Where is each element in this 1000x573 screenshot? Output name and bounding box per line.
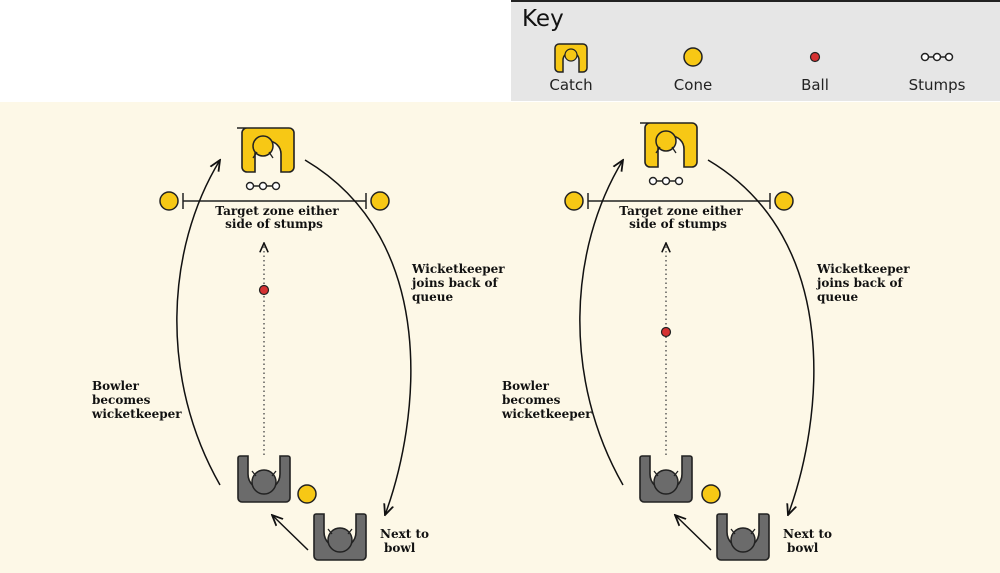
key-item-cone: Cone — [643, 42, 743, 94]
cone-bowling-mark — [701, 484, 721, 504]
key-label-stumps: Stumps — [908, 76, 966, 94]
cone-right — [370, 191, 390, 211]
wicketkeeper-label-line2: joins back of — [816, 276, 904, 290]
bowler — [639, 455, 693, 503]
cone-icon — [683, 47, 703, 67]
bowler-label-line2: becomes — [92, 393, 151, 407]
next-label-line1: Next to — [783, 527, 832, 541]
stumps — [245, 181, 281, 191]
wicketkeeper-label-line2: joins back of — [411, 276, 499, 290]
target-zone-label-line1: Target zone either — [215, 204, 339, 218]
wicketkeeper-label-line1: Wicketkeeper — [411, 262, 505, 276]
diagram-left: Target zone either side of stumps Wicket… — [91, 127, 505, 561]
next-player — [313, 513, 367, 561]
ball — [258, 284, 270, 296]
arrow-keeper-to-queue — [304, 159, 412, 515]
stumps-icon — [920, 52, 954, 62]
key-item-catch: Catch — [521, 42, 621, 94]
ball-icon — [809, 51, 821, 63]
key-item-ball: Ball — [765, 42, 865, 94]
catcher-wicketkeeper — [639, 122, 698, 168]
bowler-label-line3: wicketkeeper — [501, 407, 592, 421]
key-label-catch: Catch — [549, 76, 593, 94]
cone-left — [564, 191, 584, 211]
target-zone-line — [587, 193, 771, 209]
practice-field — [0, 102, 1000, 573]
bowler — [237, 455, 291, 503]
target-zone-label-line1: Target zone either — [619, 204, 743, 218]
ball — [660, 326, 672, 338]
next-label-line1: Next to — [380, 527, 429, 541]
arrow-next-to-bowl — [272, 515, 309, 551]
target-zone-line — [182, 193, 367, 209]
bowler-label-line1: Bowler — [502, 379, 550, 393]
cone-right — [774, 191, 794, 211]
arrow-keeper-to-queue — [707, 159, 815, 515]
target-zone-label-line2: side of stumps — [629, 217, 727, 231]
cone-left — [159, 191, 179, 211]
catcher-wicketkeeper — [236, 127, 295, 173]
stumps — [648, 176, 684, 186]
next-label-line2: bowl — [787, 541, 819, 555]
wicketkeeper-label-line1: Wicketkeeper — [816, 262, 910, 276]
key-label-cone: Cone — [673, 76, 713, 94]
arrow-next-to-bowl — [675, 515, 712, 551]
diagram-right: Target zone either side of stumps Wicket… — [501, 122, 910, 561]
catch-icon — [554, 43, 588, 73]
target-zone-label-line2: side of stumps — [225, 217, 323, 231]
wicketkeeper-label-line3: queue — [412, 290, 453, 304]
key-legend: Key Catch Cone Ball Stumps — [511, 0, 1000, 101]
cone-bowling-mark — [297, 484, 317, 504]
arrow-bowler-to-keeper — [176, 160, 220, 486]
key-label-ball: Ball — [801, 76, 829, 94]
key-title: Key — [522, 6, 564, 32]
bowler-label-line1: Bowler — [92, 379, 140, 393]
next-label-line2: bowl — [384, 541, 416, 555]
bowler-label-line3: wicketkeeper — [91, 407, 182, 421]
arrow-bowler-to-keeper — [579, 160, 623, 486]
next-player — [716, 513, 770, 561]
wicketkeeper-label-line3: queue — [817, 290, 858, 304]
key-item-stumps: Stumps — [887, 42, 987, 94]
bowler-label-line2: becomes — [502, 393, 561, 407]
